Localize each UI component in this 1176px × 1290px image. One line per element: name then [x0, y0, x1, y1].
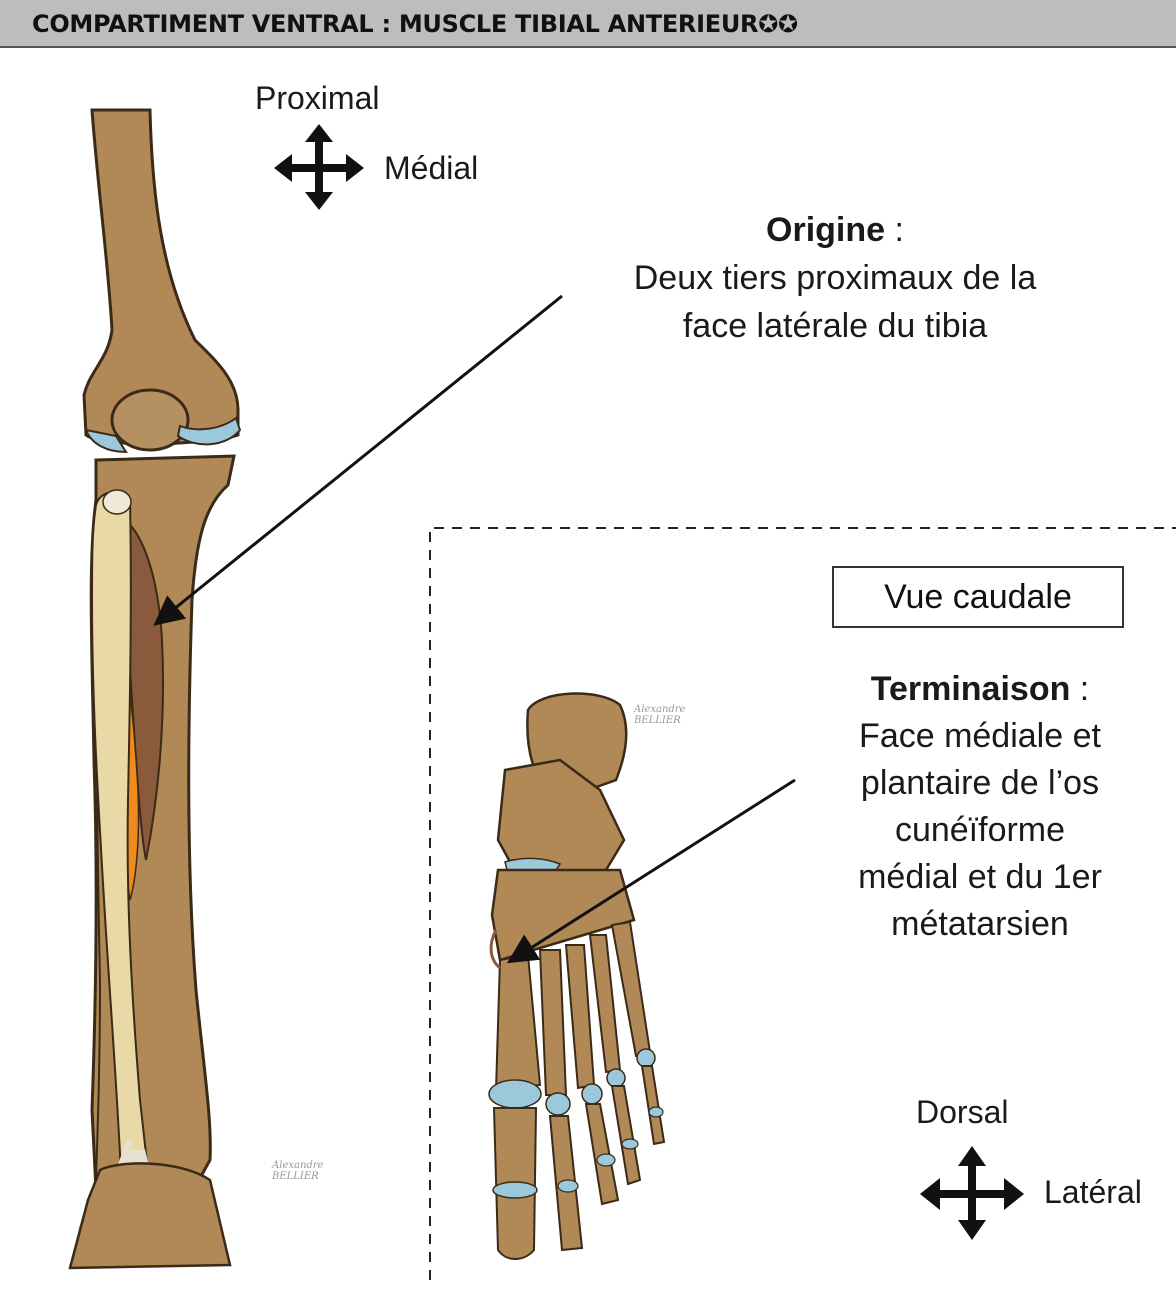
origin-colon: : [885, 211, 904, 249]
insertion-line-5: métatarsien [891, 905, 1069, 943]
page-header: COMPARTIMENT VENTRAL : MUSCLE TIBIAL ANT… [0, 0, 1176, 48]
origin-heading: Origine [766, 211, 886, 249]
origin-line-1: Deux tiers proximaux de la [633, 259, 1037, 297]
caudal-view-frame [429, 527, 1176, 1280]
joint-mtp-1 [488, 1079, 542, 1109]
foot-illustration [488, 692, 666, 1260]
joint-mtp-3 [581, 1083, 603, 1105]
label-proximal: Proximal [255, 80, 380, 116]
insertion-text-block: Terminaison : Face médiale et plantaire … [820, 666, 1140, 948]
insertion-colon: : [1070, 670, 1090, 708]
ankle-bones [68, 1162, 232, 1270]
signature-foot-line-1: Alexandre [634, 704, 686, 715]
insertion-tendon [489, 929, 502, 970]
label-lateral: Latéral [1044, 1174, 1142, 1210]
patella [110, 388, 190, 452]
page-title: COMPARTIMENT VENTRAL : MUSCLE TIBIAL ANT… [32, 10, 798, 38]
talus [496, 758, 626, 882]
insertion-line-3: cunéïforme [894, 811, 1066, 849]
joint-ip-4 [621, 1138, 639, 1150]
knee-cartilage-right [176, 416, 242, 446]
label-medial: Médial [384, 150, 479, 186]
view-label-box: Vue caudale [832, 566, 1124, 628]
insertion-heading: Terminaison [870, 670, 1071, 708]
metatarsal-4 [588, 934, 622, 1074]
view-label: Vue caudale [884, 578, 1072, 616]
direction-cross-bottom [920, 1146, 1024, 1240]
joint-ip-1 [492, 1181, 538, 1199]
leg-illustration [68, 108, 242, 1270]
metatarsal-3 [564, 944, 596, 1090]
metatarsal-2 [538, 949, 568, 1096]
joint-mtp-2 [545, 1092, 571, 1116]
insertion-line-2: plantaire de l’os [860, 764, 1100, 802]
insertion-line-4: médial et du 1er [858, 858, 1102, 896]
origin-text-block: Origine : Deux tiers proximaux de la fac… [590, 206, 1080, 350]
fibular-head [102, 489, 132, 515]
joint-mtp-4 [606, 1068, 626, 1088]
signature-leg-line-2: BELLIER [272, 1171, 319, 1182]
metatarsal-1 [494, 953, 542, 1092]
joint-ip-3 [596, 1153, 616, 1167]
insertion-leader-line [506, 778, 796, 964]
toe-4 [610, 1085, 642, 1186]
cuneiforms [490, 868, 636, 962]
label-dorsal: Dorsal [916, 1094, 1009, 1130]
origin-leader-line [153, 294, 563, 626]
joint-mtp-5 [636, 1048, 656, 1068]
signature-foot-line-2: BELLIER [634, 715, 681, 726]
signature-leg-line-1: Alexandre [272, 1160, 324, 1171]
toe-5 [640, 1065, 666, 1146]
joint-ip-2 [557, 1179, 579, 1193]
direction-cross-top [274, 124, 364, 210]
knee-cartilage-left [84, 428, 128, 454]
artist-signature-foot: Alexandre BELLIER [634, 704, 685, 726]
joint-ip-5 [648, 1106, 664, 1118]
artist-signature-leg: Alexandre BELLIER [272, 1160, 323, 1182]
metatarsal-5 [610, 920, 652, 1058]
origin-line-2: face latérale du tibia [682, 307, 988, 345]
insertion-line-1: Face médiale et [859, 717, 1101, 755]
